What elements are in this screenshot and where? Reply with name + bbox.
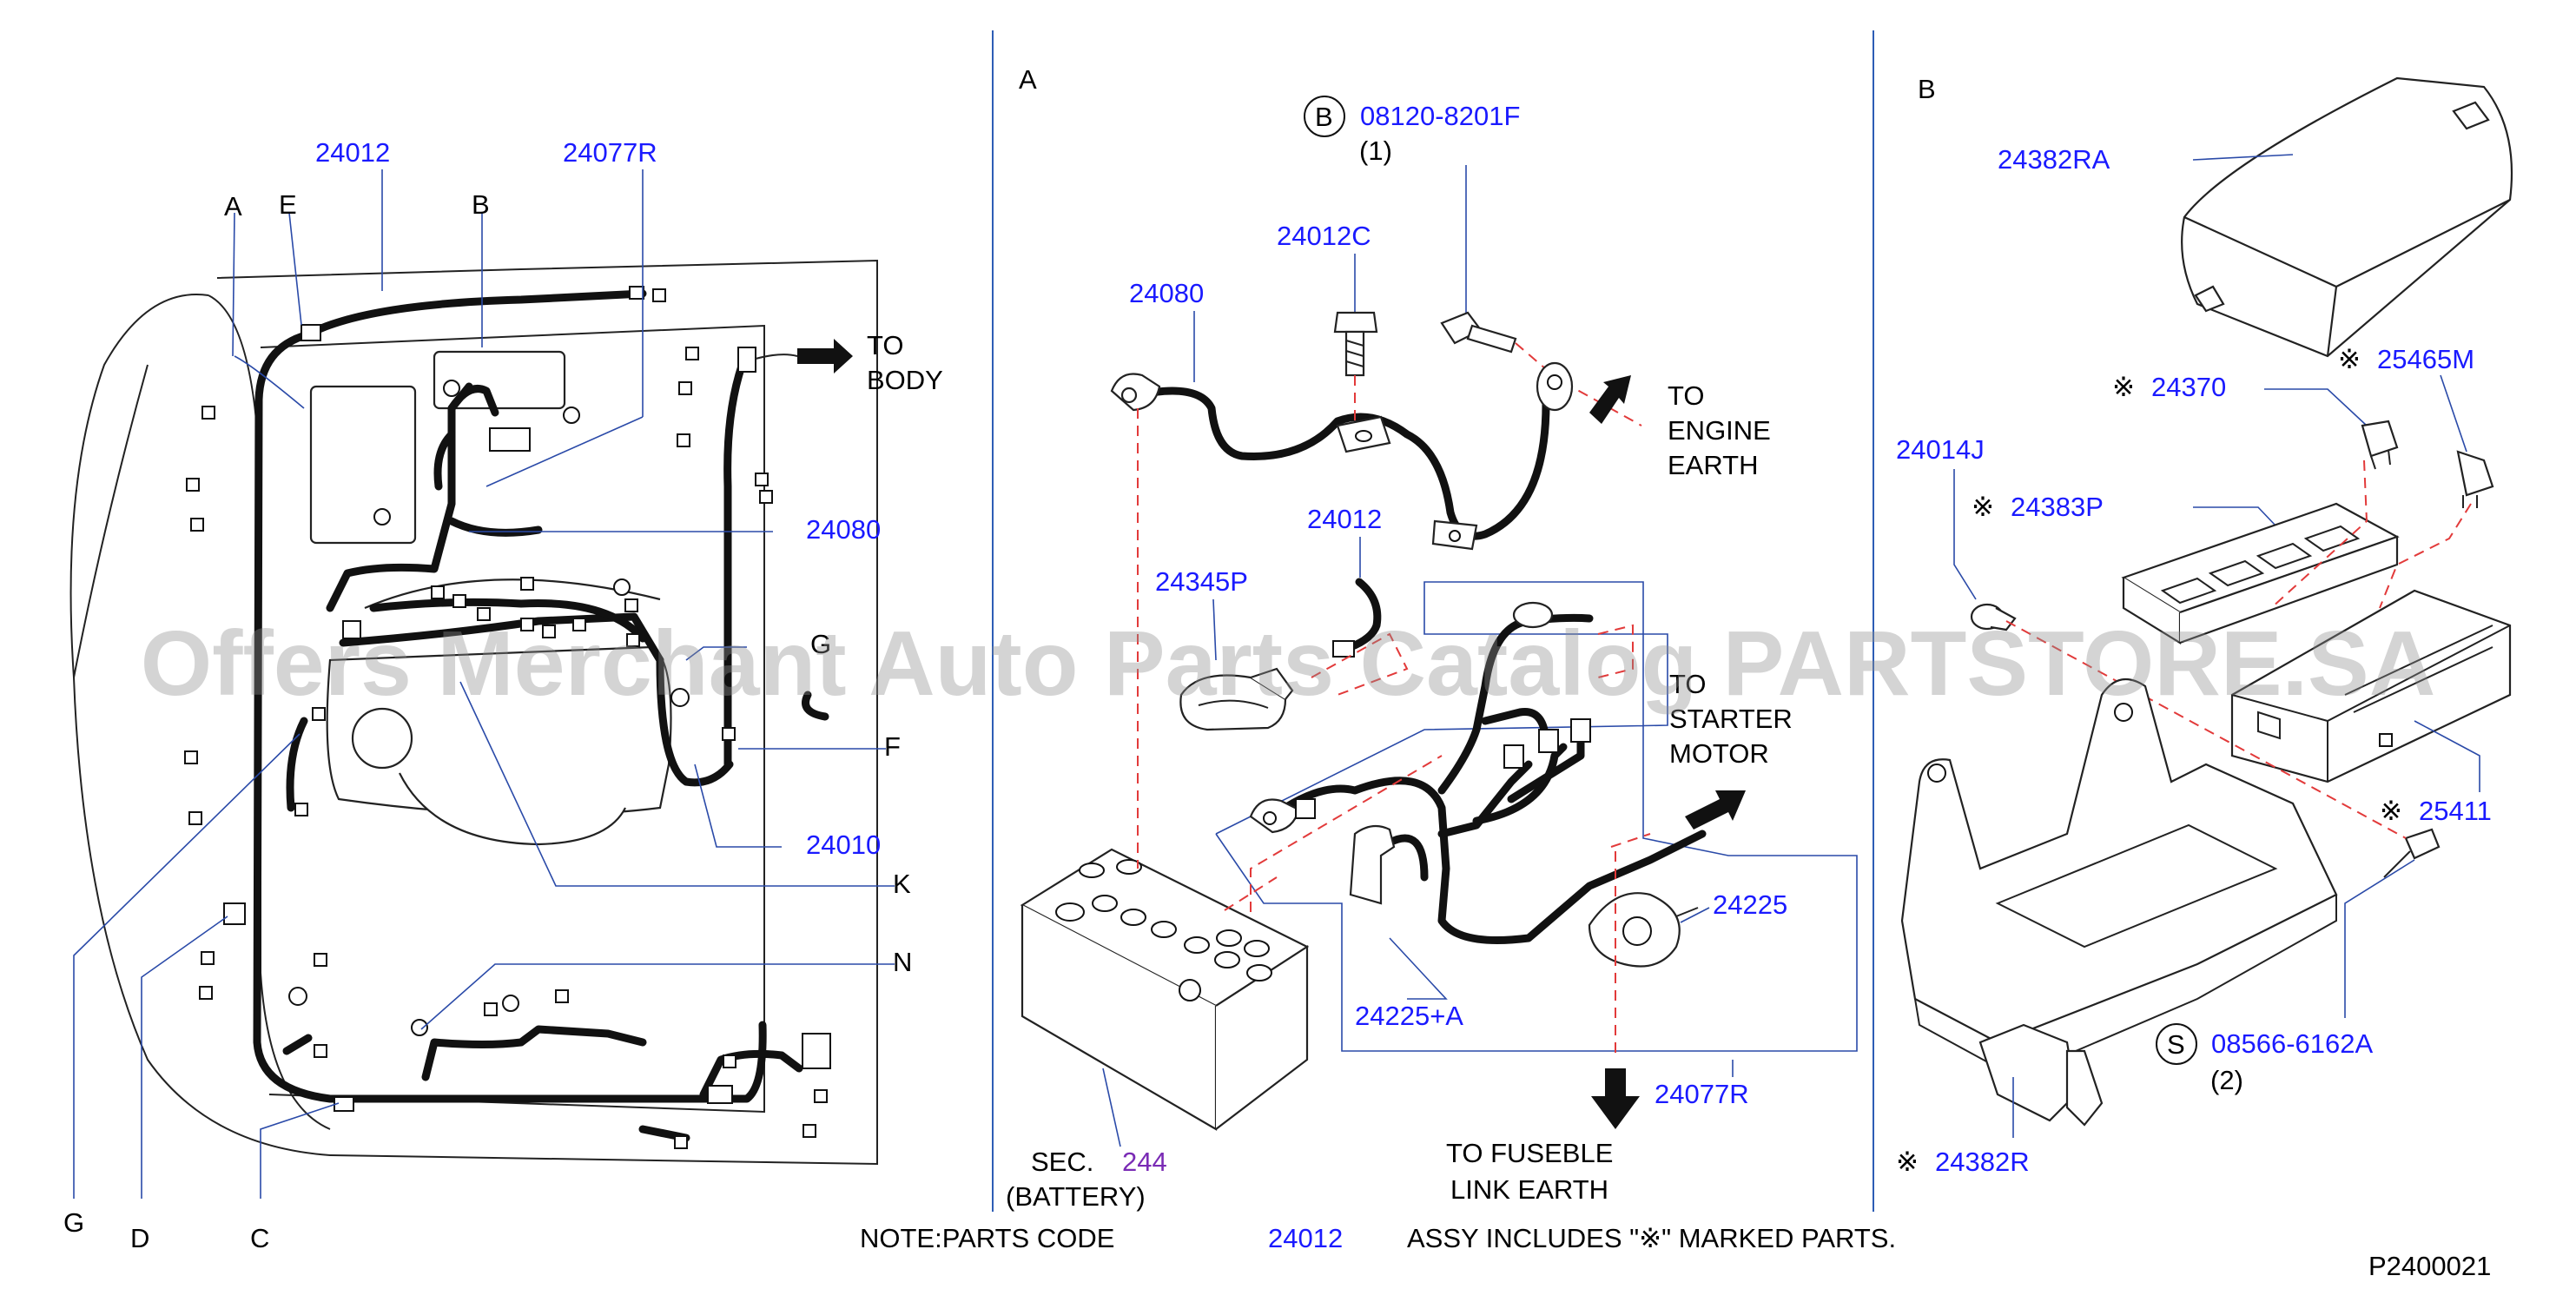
terminal-24080-lower bbox=[1431, 519, 1478, 551]
part-24382RA[interactable]: 24382RA bbox=[1998, 144, 2110, 175]
mark-24370: ※ bbox=[2112, 372, 2135, 402]
fuse-holder-24383P-icon bbox=[2121, 502, 2400, 644]
label-main-D: D bbox=[130, 1223, 149, 1253]
to-engine-earth-1: TO bbox=[1668, 380, 1705, 411]
part-08566-6162A[interactable]: 08566-6162A bbox=[2211, 1028, 2373, 1059]
part-24077R-a[interactable]: 24077R bbox=[1655, 1079, 1749, 1109]
label-main-G-bottom: G bbox=[63, 1207, 84, 1238]
part-24077R-main[interactable]: 24077R bbox=[563, 137, 657, 168]
bolt-08120-icon bbox=[1440, 311, 1517, 354]
part-24080-main[interactable]: 24080 bbox=[806, 514, 881, 545]
fuse-block-body-icon bbox=[2230, 589, 2512, 783]
part-24080-a[interactable]: 24080 bbox=[1129, 278, 1204, 308]
note-suffix: ASSY INCLUDES "※" MARKED PARTS. bbox=[1407, 1223, 1896, 1253]
harness-connectors bbox=[184, 286, 831, 1149]
part-24370[interactable]: 24370 bbox=[2151, 372, 2226, 402]
label-main-C: C bbox=[250, 1223, 269, 1253]
mark-24382R: ※ bbox=[1896, 1147, 1919, 1177]
cover-24345P-icon bbox=[1179, 667, 1294, 731]
mark-25411: ※ bbox=[2380, 796, 2402, 826]
to-starter-motor-1: TO bbox=[1669, 669, 1707, 699]
to-engine-earth-arrow bbox=[1589, 375, 1631, 424]
label-main-K: K bbox=[893, 869, 911, 899]
to-body-arrow bbox=[797, 339, 853, 373]
part-08120-8201F[interactable]: 08120-8201F bbox=[1360, 101, 1520, 131]
part-24225-A[interactable]: 24225+A bbox=[1355, 1001, 1463, 1031]
to-starter-motor-arrow bbox=[1685, 790, 1746, 830]
part-25465M[interactable]: 25465M bbox=[2377, 344, 2474, 374]
engine-block bbox=[309, 350, 672, 846]
relay-24370-icon bbox=[2361, 420, 2399, 470]
starter-connectors bbox=[1249, 601, 1699, 968]
diagram-code: P2400021 bbox=[2368, 1251, 2491, 1281]
part-24012-a[interactable]: 24012 bbox=[1307, 504, 1382, 534]
note-prefix: NOTE:PARTS CODE bbox=[860, 1223, 1114, 1253]
terminal-24080-right bbox=[1536, 361, 1574, 412]
label-main-F: F bbox=[884, 731, 901, 762]
to-body-label-1: TO bbox=[867, 330, 904, 360]
label-main-E: E bbox=[279, 189, 297, 220]
to-fusible-link-earth-arrow bbox=[1591, 1068, 1640, 1129]
battery-sec-number[interactable]: 244 bbox=[1122, 1147, 1167, 1177]
bolt-24012C-icon bbox=[1333, 311, 1378, 377]
fuse-box-cover-24382RA bbox=[2181, 76, 2513, 358]
terminal-24080-left bbox=[1110, 373, 1161, 412]
battery-label: (BATTERY) bbox=[1006, 1181, 1146, 1212]
battery-icon bbox=[1020, 848, 1310, 1131]
part-24383P[interactable]: 24383P bbox=[2011, 492, 2104, 522]
screw-25411-icon bbox=[2383, 828, 2441, 878]
battery-tray-24382R-icon bbox=[1900, 678, 2338, 1127]
panel-a-header: A bbox=[1019, 64, 1037, 95]
to-starter-motor-2: STARTER bbox=[1669, 704, 1793, 734]
starter-harness-group bbox=[1215, 581, 1858, 1052]
to-engine-earth-2: ENGINE bbox=[1668, 415, 1771, 446]
mark-24383P: ※ bbox=[1972, 492, 1994, 522]
main-panel-leaders bbox=[73, 169, 895, 1199]
note-code[interactable]: 24012 bbox=[1268, 1223, 1343, 1253]
to-engine-earth-3: EARTH bbox=[1668, 450, 1759, 480]
svg-text:S: S bbox=[2167, 1029, 2185, 1060]
label-main-A: A bbox=[224, 191, 242, 221]
part-24012C[interactable]: 24012C bbox=[1277, 221, 1371, 251]
battery-sec-prefix: SEC. bbox=[1031, 1147, 1093, 1177]
part-24345P[interactable]: 24345P bbox=[1155, 566, 1248, 597]
svg-text:B: B bbox=[1315, 102, 1333, 132]
part-24010-main[interactable]: 24010 bbox=[806, 830, 881, 860]
mark-25465M: ※ bbox=[2338, 344, 2361, 374]
label-main-N: N bbox=[893, 947, 912, 977]
fuse-25465M-icon bbox=[2456, 450, 2494, 508]
part-24382R[interactable]: 24382R bbox=[1935, 1147, 2030, 1177]
watermark: Offers Merchant Auto Parts Catalog PARTS… bbox=[141, 612, 2436, 715]
part-24225[interactable]: 24225 bbox=[1713, 889, 1787, 920]
to-fusible-link-earth-2: LINK EARTH bbox=[1450, 1174, 1608, 1205]
terminal-24080-mid bbox=[1336, 415, 1391, 453]
part-24012-main[interactable]: 24012 bbox=[315, 137, 390, 168]
bolt-b-callout: B bbox=[1304, 96, 1345, 137]
to-fusible-link-earth-1: TO FUSEBLE bbox=[1446, 1138, 1613, 1168]
part-25411[interactable]: 25411 bbox=[2419, 796, 2492, 826]
part-24014J[interactable]: 24014J bbox=[1896, 434, 1985, 465]
label-main-G-right: G bbox=[810, 629, 831, 659]
clip-24014J-icon bbox=[1970, 603, 2017, 631]
bolt-qty: (1) bbox=[1359, 136, 1392, 166]
panel-b-header: B bbox=[1918, 74, 1936, 104]
label-main-B: B bbox=[472, 189, 490, 220]
screw-s-callout: S bbox=[2156, 1023, 2197, 1065]
engine-room-outline bbox=[69, 259, 878, 1166]
to-body-label-2: BODY bbox=[867, 365, 943, 395]
to-starter-motor-3: MOTOR bbox=[1669, 738, 1769, 769]
screw-qty: (2) bbox=[2210, 1065, 2243, 1095]
